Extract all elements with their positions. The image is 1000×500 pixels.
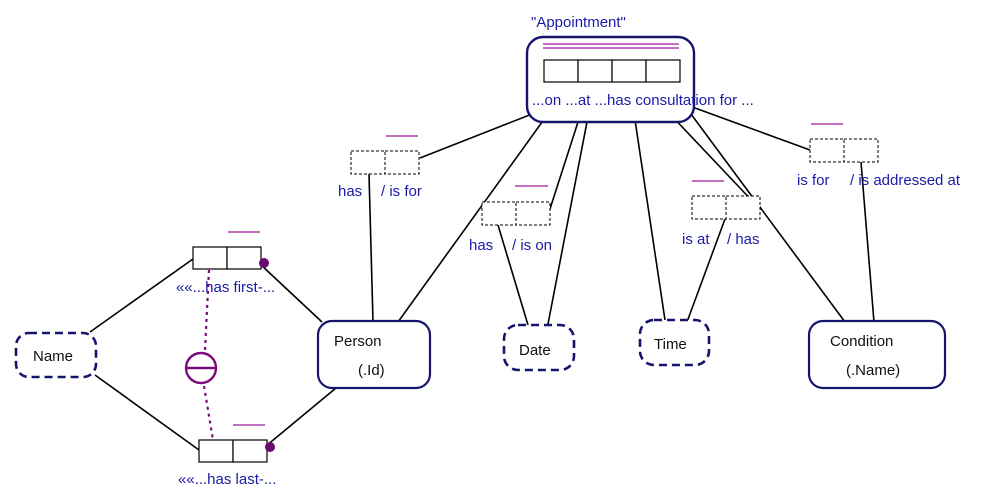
value-type-name-label: Name: [33, 348, 73, 365]
connector-appointment-time: [631, 99, 666, 321]
role-at-1[interactable]: [691, 195, 727, 220]
connector-first-person: [259, 263, 323, 323]
reading-left: has: [338, 183, 362, 200]
role-ap-1[interactable]: [350, 150, 386, 175]
reading-right: / is on: [512, 237, 552, 254]
role-ap-2[interactable]: [384, 150, 420, 175]
appointment-name: "Appointment": [531, 14, 626, 31]
value-type-date-shape: [502, 323, 576, 372]
role-ac-1[interactable]: [809, 138, 845, 163]
reading-right: / is for: [381, 183, 422, 200]
role-at-2[interactable]: [725, 195, 761, 220]
fact-appointment-date[interactable]: has / is on: [469, 185, 552, 254]
reading-right: / has: [727, 231, 760, 248]
connector-appointment-datefact: [548, 121, 579, 213]
fact-last-reading: ««...has last-...: [178, 471, 276, 488]
role-ad-2[interactable]: [515, 201, 551, 226]
connector-appointment-timefact: [667, 111, 759, 208]
appointment-objectified-fact[interactable]: "Appointment" ...on ...at ...has consult…: [525, 14, 754, 124]
role-first-2[interactable]: [226, 246, 262, 270]
connectors: [89, 95, 875, 451]
entity-type-person-refmode: (.Id): [358, 362, 385, 379]
role-ad-1[interactable]: [481, 201, 517, 226]
connector-appointment-conditionfact: [694, 107, 811, 151]
role-ac-2[interactable]: [843, 138, 879, 163]
value-type-name[interactable]: Name: [14, 331, 98, 379]
reading-right: / is addressed at: [850, 172, 961, 189]
fact-first-reading: ««...has first-...: [176, 279, 275, 296]
connector-personfact-person: [368, 173, 374, 323]
value-type-time-shape: [638, 318, 711, 367]
connector-appointment-personfact: [419, 113, 533, 159]
connector-last-person: [265, 387, 337, 447]
appointment-role-1[interactable]: [543, 59, 579, 83]
fact-person-has-first[interactable]: ««...has first-...: [176, 231, 275, 296]
fact-person-has-last[interactable]: ««...has last-...: [178, 424, 276, 488]
value-type-date-label: Date: [519, 342, 551, 359]
constraint-line-lower: [202, 385, 215, 441]
entity-type-person[interactable]: Person (.Id): [316, 319, 432, 390]
appointment-role-4[interactable]: [645, 59, 681, 83]
connector-name-first: [89, 258, 194, 333]
connector-timefact-time: [686, 218, 726, 323]
mandatory-dot: [259, 258, 269, 268]
connector-conditionfact-condition: [860, 161, 875, 323]
fact-appointment-person[interactable]: has / is for: [338, 135, 422, 200]
value-type-date[interactable]: Date: [502, 323, 576, 372]
entity-type-person-shape: [316, 319, 432, 390]
connector-name-last: [94, 374, 200, 451]
role-first-1[interactable]: [192, 246, 228, 270]
reading-left: has: [469, 237, 493, 254]
fact-appointment-condition[interactable]: is for / is addressed at: [797, 123, 961, 189]
entity-type-condition-refmode: (.Name): [846, 362, 900, 379]
role-last-2[interactable]: [232, 439, 268, 463]
reading-left: is at: [682, 231, 710, 248]
connector-appointment-date: [547, 95, 593, 325]
appointment-reading: ...on ...at ...has consultation for ...: [532, 92, 754, 109]
connector-appointment-person: [397, 117, 546, 323]
value-type-name-shape: [14, 331, 98, 379]
fact-appointment-time[interactable]: is at / has: [682, 180, 761, 248]
reading-left: is for: [797, 172, 830, 189]
exclusion-constraint-icon[interactable]: [184, 351, 218, 385]
appointment-role-3[interactable]: [611, 59, 647, 83]
entity-type-condition[interactable]: Condition (.Name): [807, 319, 947, 390]
value-type-time-label: Time: [654, 336, 687, 353]
appointment-role-2[interactable]: [577, 59, 613, 83]
connector-appointment-condition: [687, 109, 846, 323]
entity-type-condition-shape: [807, 319, 947, 390]
value-type-time[interactable]: Time: [638, 318, 711, 367]
role-last-1[interactable]: [198, 439, 234, 463]
entity-type-condition-name: Condition: [830, 333, 893, 350]
mandatory-dot: [265, 442, 275, 452]
connector-datefact-date: [497, 224, 529, 326]
entity-type-person-name: Person: [334, 333, 382, 350]
